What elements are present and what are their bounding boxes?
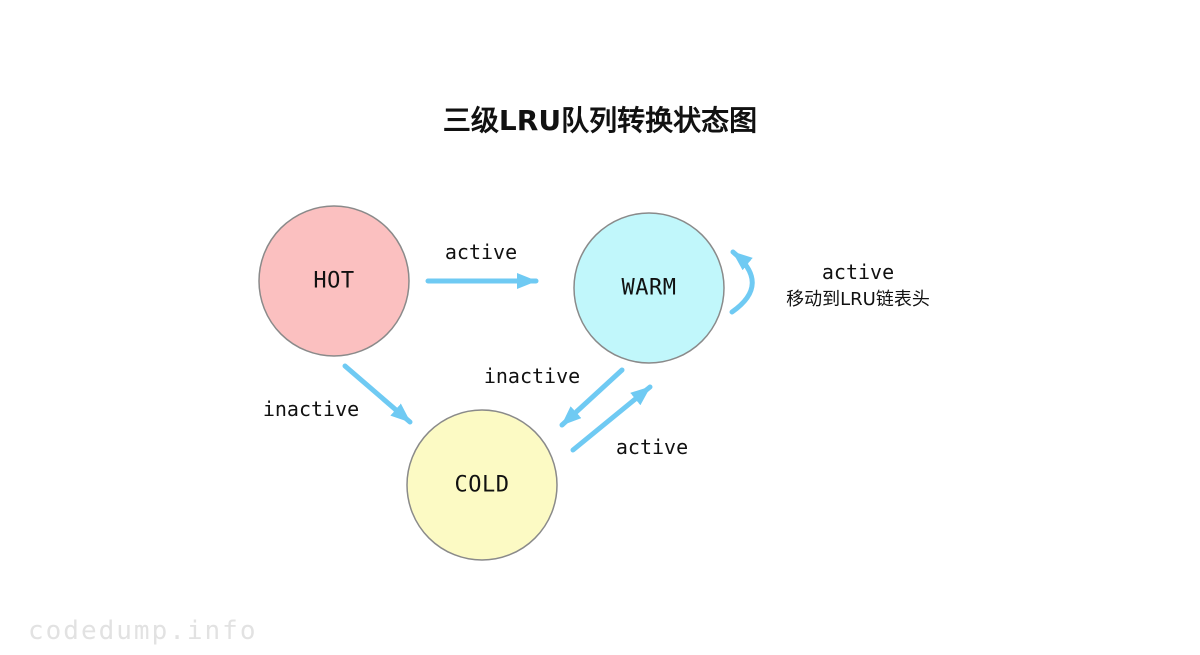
transition-label-hot-to-warm: active [444, 240, 518, 264]
state-circle-warm [573, 212, 725, 364]
arrow-hot-to-cold [342, 363, 413, 425]
watermark-text: codedump.info [28, 616, 258, 646]
state-circle-cold [406, 409, 558, 561]
state-label-hot: HOT [313, 268, 355, 294]
transition-label-warm-self: active [821, 260, 895, 284]
transition-label-hot-to-cold: inactive [262, 397, 360, 421]
arrow-warm-to-cold [559, 367, 625, 428]
state-label-cold: COLD [454, 472, 510, 498]
state-circle-hot [258, 205, 410, 357]
transition-label-cold-to-warm: active [615, 435, 689, 459]
state-label-warm: WARM [621, 275, 677, 301]
transition-label-warm-to-cold: inactive [483, 364, 581, 388]
arrow-warm-self-loop [729, 249, 755, 315]
arrow-cold-to-warm [570, 384, 653, 453]
diagram-title: 三级LRU队列转换状态图 [442, 104, 758, 137]
transition-sublabel-warm-self: 移动到LRU链表头 [786, 289, 930, 310]
